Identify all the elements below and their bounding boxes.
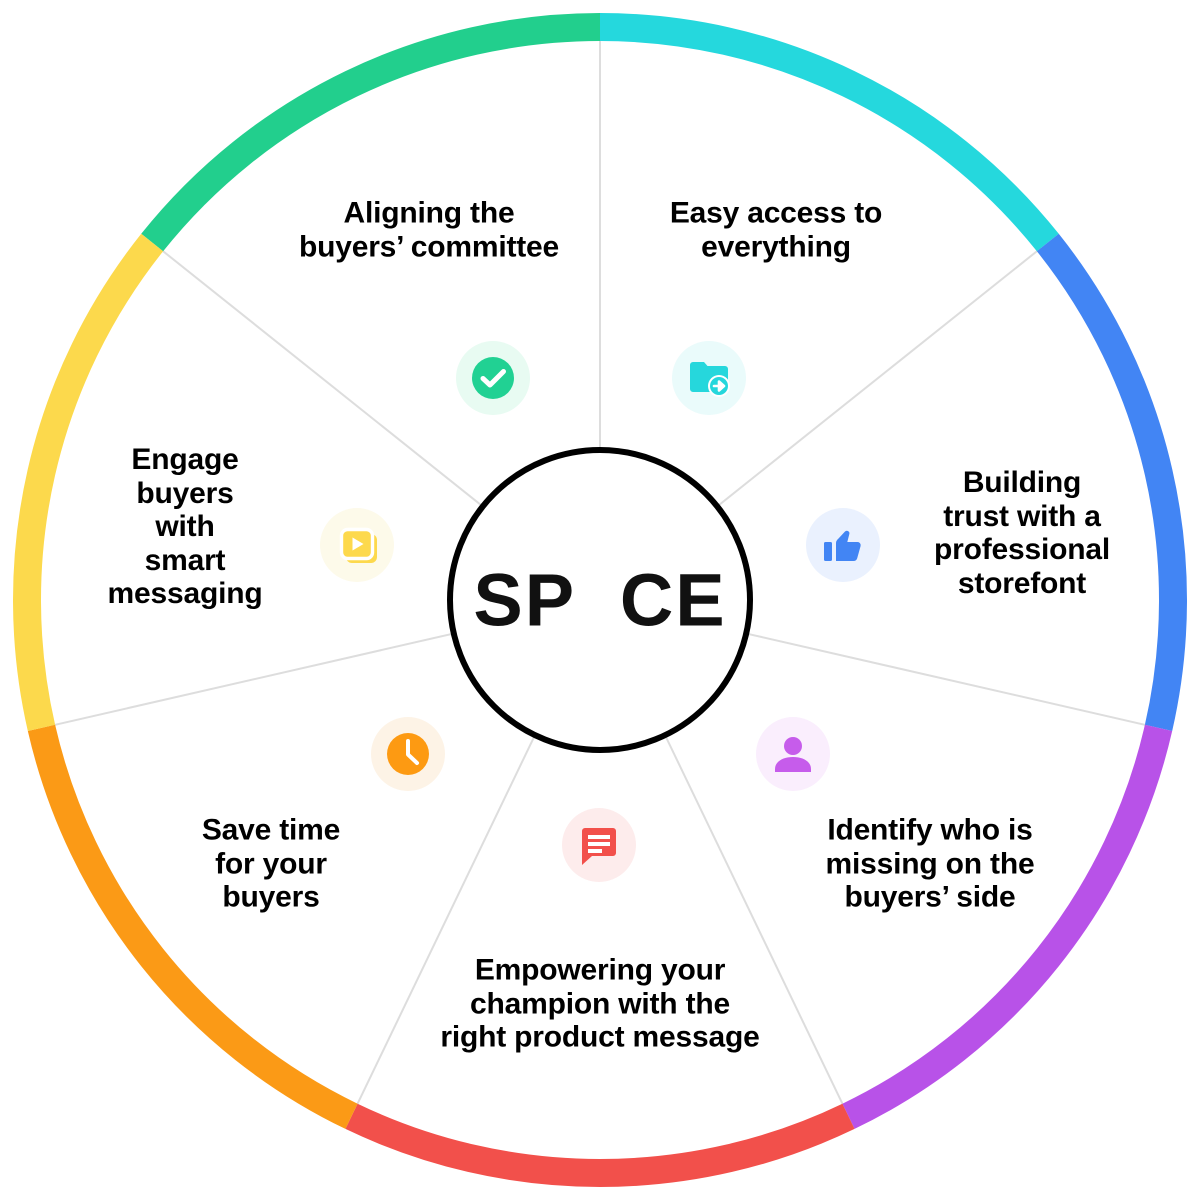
label-line: champion with the bbox=[470, 987, 730, 1021]
segment-arc-engage-buyers bbox=[13, 233, 164, 732]
label-line: buyers bbox=[136, 476, 234, 510]
label-line: Save time bbox=[201, 813, 341, 847]
label-line: missing on the bbox=[825, 847, 1035, 881]
segment-arc-save-time bbox=[27, 724, 358, 1129]
segment-arc-aligning bbox=[141, 13, 601, 252]
label-line: buyers’ committee bbox=[298, 230, 560, 263]
segment-divider-4 bbox=[665, 736, 846, 1109]
label-line: everything bbox=[701, 230, 851, 263]
label-line: professional bbox=[934, 533, 1110, 566]
segment-arcs bbox=[13, 13, 1187, 1188]
label-line: Easy access to bbox=[669, 196, 883, 230]
video-stack-icon bbox=[320, 508, 394, 582]
folder-arrow-icon bbox=[672, 341, 746, 415]
label-line: for your bbox=[215, 847, 327, 881]
label-line: buyers’ side bbox=[844, 880, 1016, 914]
segment-divider-1 bbox=[158, 247, 482, 506]
label-line: buyers bbox=[222, 880, 320, 914]
segment-divider-5 bbox=[354, 736, 535, 1109]
label-line: with bbox=[155, 510, 215, 544]
label-line: Empowering your bbox=[474, 953, 726, 987]
check-circle-icon bbox=[456, 341, 530, 415]
label-line: Identify who is bbox=[827, 813, 1033, 847]
segment-dividers bbox=[50, 36, 1150, 1109]
label-line: storefont bbox=[957, 566, 1087, 600]
label-line: Building bbox=[962, 465, 1082, 499]
center-circle bbox=[447, 447, 753, 753]
space-logo: SP CE bbox=[473, 558, 727, 642]
label-line: Engage bbox=[131, 443, 239, 477]
clock-icon bbox=[371, 717, 445, 791]
label-line: Aligning the bbox=[343, 196, 515, 230]
label-line: trust with a bbox=[943, 499, 1101, 533]
segment-divider-2 bbox=[718, 247, 1042, 506]
segment-arc-identify-missing bbox=[842, 724, 1173, 1129]
person-icon bbox=[756, 717, 830, 791]
segment-arc-building-trust bbox=[1036, 233, 1187, 732]
thumbs-up-icon bbox=[806, 508, 880, 582]
label-line: messaging bbox=[107, 577, 263, 611]
segment-divider-3 bbox=[747, 632, 1150, 727]
chat-bubble-icon bbox=[562, 808, 636, 882]
segment-arc-easy-access bbox=[599, 13, 1059, 252]
label-line: smart bbox=[144, 543, 226, 577]
segment-arc-empowering-champion bbox=[345, 1103, 855, 1188]
segment-divider-6 bbox=[50, 632, 453, 727]
label-line: right product message bbox=[440, 1020, 760, 1054]
